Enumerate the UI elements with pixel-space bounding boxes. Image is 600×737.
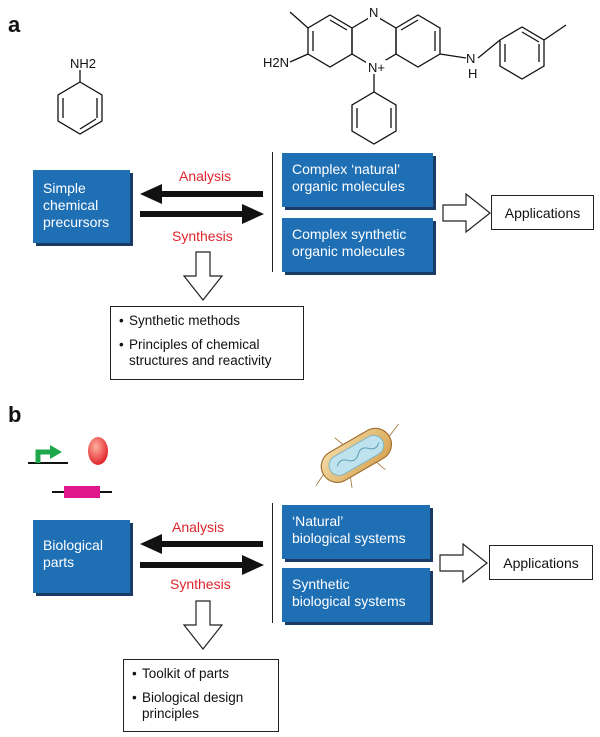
- right-arrow-b: [439, 542, 488, 584]
- analysis-label-b: Analysis: [172, 519, 225, 535]
- ring-n-label: N: [369, 5, 378, 20]
- divider-a: [272, 152, 273, 272]
- applications-box-b: Applications: [489, 545, 593, 580]
- synthesis-arrow-a: [140, 204, 264, 224]
- list-item: •Toolkit of parts: [132, 666, 230, 681]
- panel-b-letter: b: [8, 402, 22, 427]
- synthetic-systems-box: Synthetic biological systems: [282, 568, 430, 622]
- protein-icon: [88, 437, 108, 465]
- panel-a-letter: a: [8, 12, 21, 37]
- design-principles-list-b: •Toolkit of parts •Biological design pri…: [123, 659, 279, 732]
- synthesis-label-b: Synthesis: [170, 576, 231, 592]
- synthesis-label-a: Synthesis: [172, 228, 233, 244]
- ring-nplus-label: N+: [368, 60, 385, 75]
- applications-box-a: Applications: [491, 195, 594, 230]
- right-arrow-a: [442, 192, 491, 234]
- divider-b: [272, 503, 273, 623]
- aniline-nh2-label: NH2: [70, 56, 96, 71]
- simple-precursors-box: Simple chemical precursors: [33, 170, 130, 243]
- analysis-arrow-b: [140, 534, 263, 554]
- gene-icon: [52, 486, 112, 498]
- biological-parts-box: Biological parts: [33, 520, 130, 593]
- safranin-structure: [289, 11, 567, 145]
- list-item: •Synthetic methods: [119, 313, 241, 328]
- synthesis-arrow-b: [140, 555, 264, 575]
- bacterium-icon: [315, 423, 399, 488]
- list-item: •Principles of chemical structures and r…: [119, 337, 272, 368]
- list-item: •Biological design principles: [132, 690, 244, 721]
- down-arrow-b: [182, 600, 224, 650]
- chemical-structures: NH2 N N+ H2N N H: [57, 5, 567, 145]
- synthetic-molecules-box: Complex synthetic organic molecules: [282, 218, 433, 272]
- promoter-icon: [28, 445, 68, 464]
- nh-n-label: N: [466, 51, 475, 66]
- natural-systems-box: ‘Natural’ biological systems: [282, 505, 430, 559]
- down-arrow-a: [182, 251, 224, 301]
- analysis-label-a: Analysis: [179, 168, 232, 184]
- h2n-label: H2N: [263, 55, 289, 70]
- aniline-structure: [57, 70, 103, 135]
- analysis-arrow-a: [140, 184, 263, 204]
- natural-molecules-box: Complex ‘natural’ organic molecules: [282, 153, 433, 207]
- synthesis-principles-list-a: •Synthetic methods •Principles of chemic…: [110, 306, 304, 380]
- nh-h-label: H: [468, 66, 477, 81]
